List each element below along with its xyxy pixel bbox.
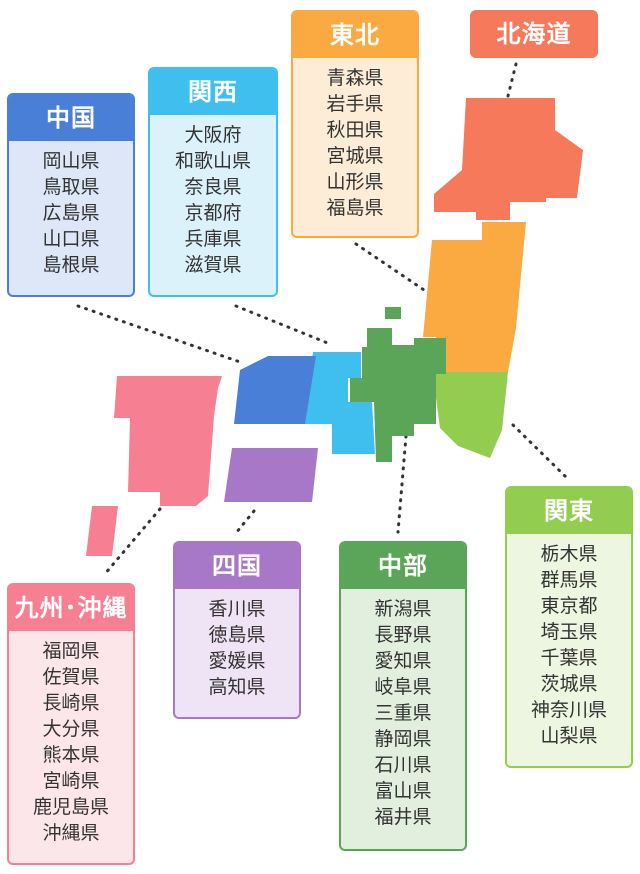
prefecture-list-kansai: 大阪府和歌山県奈良県京都府兵庫県滋賀県 bbox=[150, 115, 276, 278]
prefecture-list-shikoku: 香川県徳島県愛媛県高知県 bbox=[175, 589, 299, 700]
sado-island-shape bbox=[385, 307, 401, 319]
leader-line-kansai bbox=[234, 304, 332, 346]
prefecture-item: 栃木県 bbox=[540, 543, 598, 565]
region-header-kyushu: 九州･沖縄 bbox=[9, 585, 133, 631]
leader-line-kanto bbox=[511, 423, 568, 479]
prefecture-item: 茨城県 bbox=[540, 673, 598, 695]
prefecture-item: 福岡県 bbox=[42, 640, 100, 662]
region-name-chugoku: 中国 bbox=[46, 104, 96, 132]
region-header-chugoku: 中国 bbox=[9, 95, 133, 141]
region-name-shikoku: 四国 bbox=[212, 552, 262, 580]
prefecture-item: 島根県 bbox=[42, 254, 100, 276]
prefecture-item: 香川県 bbox=[208, 598, 266, 620]
prefecture-item: 秋田県 bbox=[326, 119, 384, 141]
prefecture-item: 三重県 bbox=[374, 702, 432, 724]
prefecture-item: 新潟県 bbox=[374, 598, 432, 620]
region-box-chugoku: 中国 岡山県鳥取県広島県山口県島根県 bbox=[7, 93, 135, 297]
prefecture-list-chubu: 新潟県長野県愛知県岐阜県三重県静岡県石川県富山県福井県 bbox=[341, 589, 465, 830]
chubu-shape bbox=[350, 328, 446, 462]
prefecture-item: 福島県 bbox=[326, 197, 384, 219]
region-box-tohoku: 東北 青森県岩手県秋田県宮城県山形県福島県 bbox=[291, 10, 419, 238]
prefecture-item: 山口県 bbox=[42, 228, 100, 250]
prefecture-item: 愛媛県 bbox=[208, 650, 266, 672]
prefecture-item: 岐阜県 bbox=[374, 676, 432, 698]
kanto-shape bbox=[436, 372, 508, 458]
prefecture-item: 東京都 bbox=[540, 595, 598, 617]
prefecture-item: 愛知県 bbox=[374, 650, 432, 672]
prefecture-item: 宮城県 bbox=[326, 145, 384, 167]
prefecture-item: 広島県 bbox=[42, 202, 100, 224]
region-name-kansai: 関西 bbox=[188, 78, 238, 106]
leader-line-kyushu bbox=[102, 507, 162, 577]
prefecture-item: 長崎県 bbox=[42, 692, 100, 714]
region-name-chubu: 中部 bbox=[378, 552, 428, 580]
prefecture-list-chugoku: 岡山県鳥取県広島県山口県島根県 bbox=[9, 141, 133, 278]
prefecture-item: 佐賀県 bbox=[42, 666, 100, 688]
prefecture-item: 鹿児島県 bbox=[32, 796, 109, 818]
prefecture-item: 鳥取県 bbox=[42, 176, 100, 198]
prefecture-item: 大阪府 bbox=[184, 124, 242, 146]
prefecture-item: 和歌山県 bbox=[174, 150, 251, 172]
region-header-kansai: 関西 bbox=[150, 69, 276, 115]
prefecture-item: 神奈川県 bbox=[530, 699, 607, 721]
prefecture-item: 青森県 bbox=[326, 67, 384, 89]
prefecture-item: 千葉県 bbox=[540, 647, 598, 669]
prefecture-item: 山梨県 bbox=[540, 725, 598, 747]
prefecture-item: 長野県 bbox=[374, 624, 432, 646]
region-header-shikoku: 四国 bbox=[175, 543, 299, 589]
prefecture-item: 群馬県 bbox=[540, 569, 598, 591]
region-label-hokkaido: 北海道 bbox=[470, 10, 598, 58]
prefecture-item: 兵庫県 bbox=[184, 228, 242, 250]
chugoku-shape bbox=[234, 356, 316, 424]
okinawa-shape bbox=[86, 506, 118, 556]
prefecture-item: 石川県 bbox=[374, 754, 432, 776]
prefecture-item: 奈良県 bbox=[184, 176, 242, 198]
leader-line-chugoku bbox=[76, 304, 242, 364]
region-header-chubu: 中部 bbox=[341, 543, 465, 589]
region-box-kyushu: 九州･沖縄 福岡県佐賀県長崎県大分県熊本県宮崎県鹿児島県沖縄県 bbox=[7, 583, 135, 865]
prefecture-item: 岩手県 bbox=[326, 93, 384, 115]
prefecture-item: 滋賀県 bbox=[184, 254, 242, 276]
region-box-kansai: 関西 大阪府和歌山県奈良県京都府兵庫県滋賀県 bbox=[148, 67, 278, 297]
prefecture-item: 熊本県 bbox=[42, 744, 100, 766]
prefecture-item: 岡山県 bbox=[42, 150, 100, 172]
region-box-kanto: 関東 栃木県群馬県東京都埼玉県千葉県茨城県神奈川県山梨県 bbox=[505, 486, 633, 768]
leader-line-hokkaido bbox=[506, 62, 518, 98]
shikoku-shape bbox=[224, 448, 318, 502]
region-name-tohoku: 東北 bbox=[330, 21, 380, 49]
prefecture-item: 宮崎県 bbox=[42, 770, 100, 792]
leader-line-chubu bbox=[396, 434, 408, 534]
region-name-kyushu: 九州･沖縄 bbox=[14, 594, 128, 622]
prefecture-item: 埼玉県 bbox=[540, 621, 598, 643]
kansai-shape bbox=[304, 352, 375, 454]
prefecture-item: 山形県 bbox=[326, 171, 384, 193]
prefecture-list-kyushu: 福岡県佐賀県長崎県大分県熊本県宮崎県鹿児島県沖縄県 bbox=[9, 631, 133, 846]
prefecture-item: 富山県 bbox=[374, 780, 432, 802]
hokkaido-shape bbox=[434, 98, 583, 220]
prefecture-item: 京都府 bbox=[184, 202, 242, 224]
prefecture-item: 大分県 bbox=[42, 718, 100, 740]
region-box-chubu: 中部 新潟県長野県愛知県岐阜県三重県静岡県石川県富山県福井県 bbox=[339, 541, 467, 851]
kyushu-shape bbox=[114, 376, 222, 506]
prefecture-item: 福井県 bbox=[374, 806, 432, 828]
region-name-hokkaido: 北海道 bbox=[496, 20, 572, 48]
leader-line-shikoku bbox=[234, 509, 256, 535]
prefecture-item: 静岡県 bbox=[374, 728, 432, 750]
prefecture-item: 高知県 bbox=[208, 676, 266, 698]
region-name-kanto: 関東 bbox=[544, 497, 594, 525]
leader-line-tohoku bbox=[354, 242, 426, 292]
region-header-tohoku: 東北 bbox=[293, 12, 417, 58]
prefecture-item: 沖縄県 bbox=[42, 822, 100, 844]
prefecture-item: 徳島県 bbox=[208, 624, 266, 646]
region-header-kanto: 関東 bbox=[507, 488, 631, 534]
tohoku-shape bbox=[423, 222, 526, 372]
region-box-shikoku: 四国 香川県徳島県愛媛県高知県 bbox=[173, 541, 301, 719]
prefecture-list-kanto: 栃木県群馬県東京都埼玉県千葉県茨城県神奈川県山梨県 bbox=[507, 534, 631, 749]
prefecture-list-tohoku: 青森県岩手県秋田県宮城県山形県福島県 bbox=[293, 58, 417, 221]
